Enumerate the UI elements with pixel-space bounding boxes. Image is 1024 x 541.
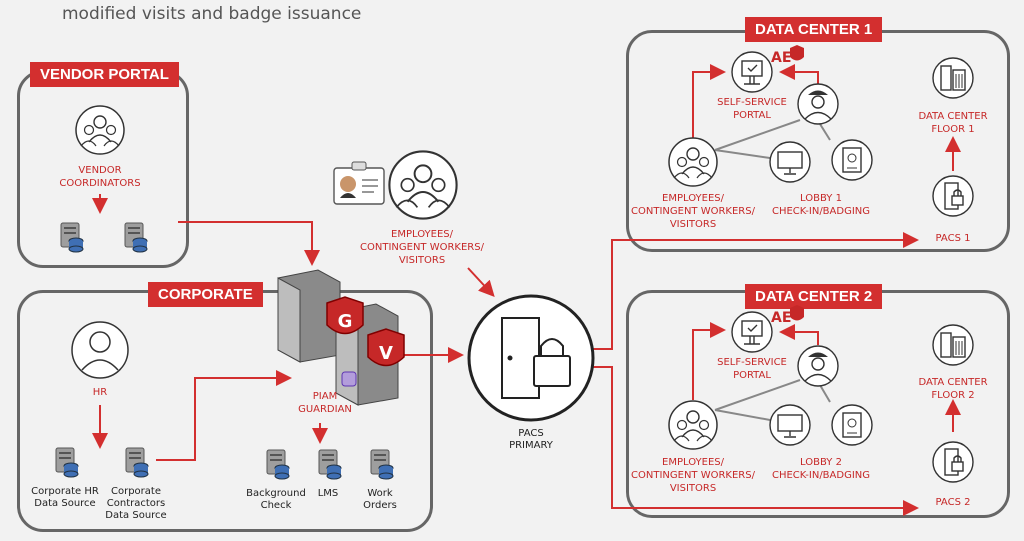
dc1-employees-people-icon	[668, 137, 718, 187]
dc2-pacs-lock-door-icon	[932, 441, 974, 483]
vendor-portal-title: VENDOR PORTAL	[30, 62, 179, 87]
guardian-shield-icon: G	[326, 296, 364, 335]
corporate-title: CORPORATE	[148, 282, 263, 307]
lms-label: LMS	[317, 488, 339, 499]
visitors-to-pacs-arrow	[467, 267, 495, 297]
svg-text:G: G	[338, 311, 353, 332]
dc1-employees-label: EMPLOYEES/ CONTINGENT WORKERS/ VISITORS	[631, 193, 755, 230]
background-check-label: Background Check	[246, 488, 306, 511]
piam-guardian-label: PIAM GUARDIAN	[298, 391, 352, 415]
pacs-primary-lock-door-icon	[467, 294, 595, 422]
contractors-database-icon	[125, 447, 149, 478]
dc1-guard-icon	[797, 83, 839, 125]
dc2-guard-to-kiosk-arrow	[779, 324, 819, 345]
pacs-to-pacs1-arrow	[593, 232, 919, 350]
dc1-lobby-badge-icon	[831, 139, 873, 181]
pacs-primary-label: PACS PRIMARY	[509, 428, 553, 451]
dc1-self-service-label: SELF-SERVICE PORTAL	[717, 97, 787, 121]
dc2-floor-label: DATA CENTER FLOOR 2	[918, 377, 988, 401]
data-center-1-title: DATA CENTER 1	[745, 17, 883, 42]
dc1-pacs-lock-door-icon	[932, 175, 974, 217]
work-orders-database-icon	[370, 449, 394, 480]
dc2-guard-icon	[797, 345, 839, 387]
hr-data-source-label: Corporate HR Data Source	[31, 486, 99, 509]
center-employees-label: EMPLOYEES/ CONTINGENT WORKERS/ VISITORS	[360, 229, 484, 266]
diagram-caption: modified visits and badge issuance	[62, 4, 362, 24]
vendor-to-piam-arrow	[178, 221, 320, 266]
background-check-database-icon	[266, 449, 290, 480]
dc2-employees-label: EMPLOYEES/ CONTINGENT WORKERS/ VISITORS	[631, 457, 755, 494]
vendor-portal-panel	[17, 70, 189, 268]
svg-text:AE: AE	[771, 310, 791, 326]
dc1-guard-to-kiosk-arrow	[779, 64, 819, 84]
visitor-shield-icon: V	[367, 328, 405, 367]
dc2-employees-people-icon	[668, 400, 718, 450]
dc1-lobby-label: LOBBY 1 CHECK-IN/BADGING	[771, 193, 871, 217]
contractors-to-piam-arrow	[156, 370, 292, 461]
dc2-employees-to-kiosk-arrow	[692, 322, 726, 400]
hr-person-icon	[71, 321, 129, 379]
lms-database-icon	[318, 449, 342, 480]
dc1-floor-building-icon	[932, 57, 974, 99]
dc1-floor-label: DATA CENTER FLOOR 1	[918, 111, 988, 135]
work-orders-label: Work Orders	[363, 488, 397, 511]
dc2-pacs-label: PACS 2	[935, 497, 971, 508]
svg-text:AE: AE	[771, 50, 791, 66]
dc1-self-service-kiosk-icon	[731, 51, 773, 93]
dc1-lobby-monitor-icon	[769, 141, 811, 183]
dc2-lobby-label: LOBBY 2 CHECK-IN/BADGING	[771, 457, 871, 481]
dc2-self-service-label: SELF-SERVICE PORTAL	[717, 357, 787, 381]
vendor-database-icon	[60, 222, 84, 253]
dc2-self-service-kiosk-icon	[731, 311, 773, 353]
pacs-to-pacs2-arrow	[593, 366, 919, 516]
vendor-coordinators-people-icon	[75, 105, 125, 155]
dc2-floor-building-icon	[932, 324, 974, 366]
employees-people-icon	[388, 150, 458, 220]
dc1-pacs-label: PACS 1	[935, 233, 971, 244]
dc1-employees-to-kiosk-arrow	[692, 64, 726, 140]
dc2-lobby-badge-icon	[831, 404, 873, 446]
vendor-coordinators-label: VENDOR COORDINATORS	[59, 165, 141, 189]
svg-text:V: V	[379, 343, 393, 364]
dc2-lobby-monitor-icon	[769, 404, 811, 446]
contractors-data-source-label: Corporate Contractors Data Source	[105, 486, 167, 521]
vendor-database-icon	[124, 222, 148, 253]
hr-database-icon	[55, 447, 79, 478]
dc2-ae-shield-icon: AE	[771, 305, 804, 326]
hr-label: HR	[92, 387, 108, 398]
dc1-ae-shield-icon: AE	[771, 45, 804, 66]
data-center-2-title: DATA CENTER 2	[745, 284, 883, 309]
id-badge-icon	[333, 161, 385, 205]
